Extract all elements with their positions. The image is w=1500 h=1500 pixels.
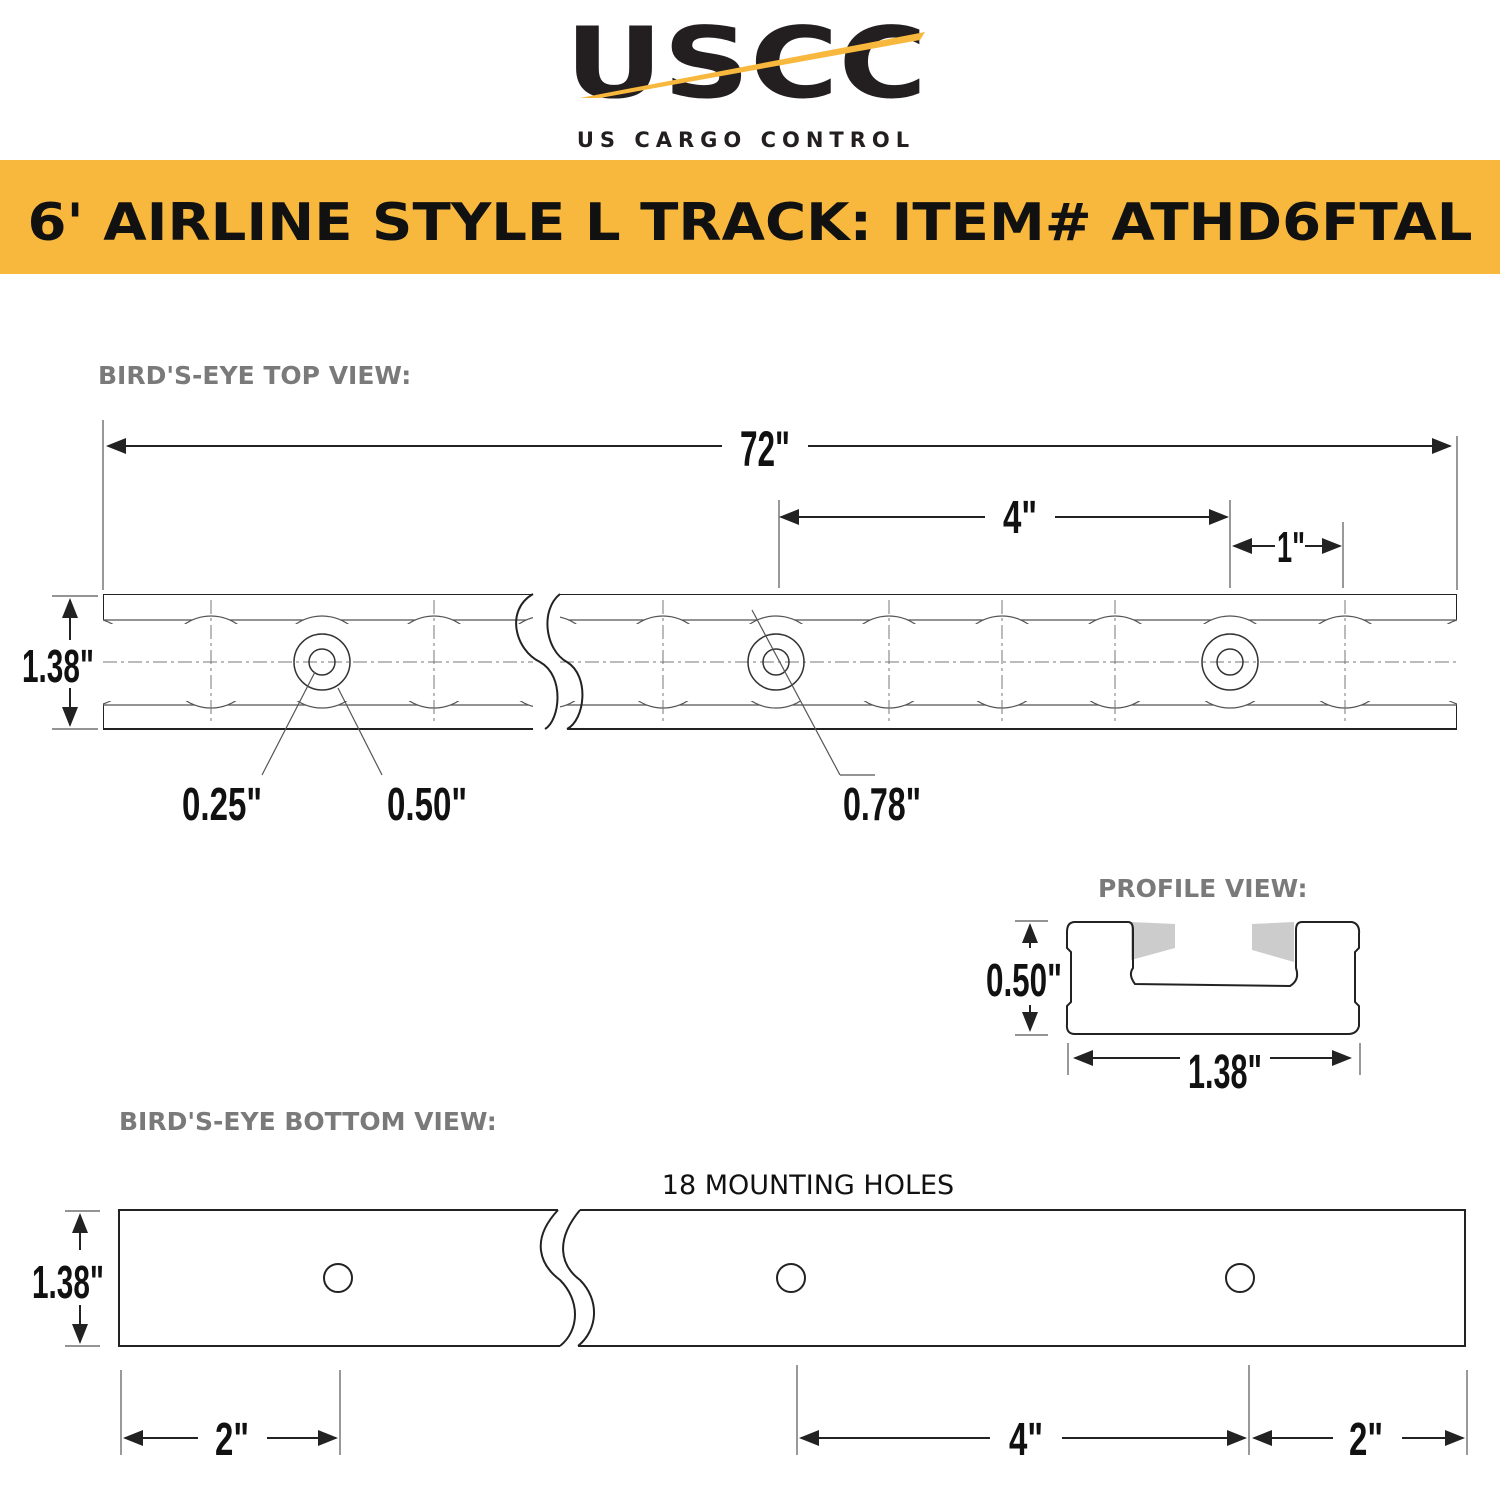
- dimension-width-top: 1.38": [22, 595, 98, 730]
- dimension-4-top: 4": [778, 491, 1231, 588]
- logo-wordmark: USCC: [565, 7, 927, 121]
- inner-hole-label: 0.25": [182, 778, 262, 830]
- dimension-1-top: 1": [1232, 522, 1344, 588]
- logo-tagline: US CARGO CONTROL: [577, 128, 915, 152]
- end-offset-right-label: 2": [1349, 1413, 1383, 1465]
- lobe-spacing-label: 1": [1277, 523, 1305, 572]
- profile-width-label: 1.38": [1188, 1046, 1262, 1099]
- mounting-holes-top: [293, 633, 1259, 691]
- hole-spacing-bottom-label: 4": [1009, 1413, 1043, 1465]
- top-view-heading: BIRD'S-EYE TOP VIEW:: [98, 361, 411, 390]
- track-top-left: [103, 594, 533, 730]
- profile-view-heading: PROFILE VIEW:: [1098, 874, 1307, 903]
- dimension-72: 72": [102, 420, 1458, 590]
- bottom-dimensions: 2" 4" 2": [120, 1365, 1468, 1465]
- logo-swoosh: [580, 32, 925, 98]
- mounting-holes-label: 18 MOUNTING HOLES: [662, 1170, 954, 1201]
- length-label: 72": [740, 421, 790, 477]
- profile-height-label: 0.50": [986, 954, 1062, 1006]
- bottom-view-heading: BIRD'S-EYE BOTTOM VIEW:: [119, 1107, 497, 1136]
- end-offset-left-label: 2": [215, 1413, 249, 1465]
- hole-callouts: 0.25" 0.50" 0.78": [182, 609, 921, 830]
- width-label-top: 1.38": [22, 640, 94, 692]
- page-title: 6' AIRLINE STYLE L TRACK: ITEM# ATHD6FTA…: [28, 193, 1473, 253]
- title-banner: [0, 160, 1500, 274]
- uscc-logo: USCC US CARGO CONTROL: [565, 7, 927, 152]
- mounting-holes-bottom: [323, 1263, 1255, 1293]
- outer-hole-label: 0.50": [387, 778, 467, 830]
- break-line-top: [515, 593, 559, 730]
- profile-shape: 0.50" 1.38": [986, 920, 1361, 1099]
- track-top-right: [560, 594, 1457, 730]
- dimension-width-bottom: 1.38": [32, 1210, 104, 1347]
- width-label-bottom: 1.38": [32, 1256, 104, 1308]
- counterbore-label: 0.78": [843, 778, 921, 830]
- break-line-top-right: [546, 593, 584, 730]
- track-bottom: [118, 1209, 1466, 1347]
- hole-spacing-label: 4": [1003, 491, 1037, 543]
